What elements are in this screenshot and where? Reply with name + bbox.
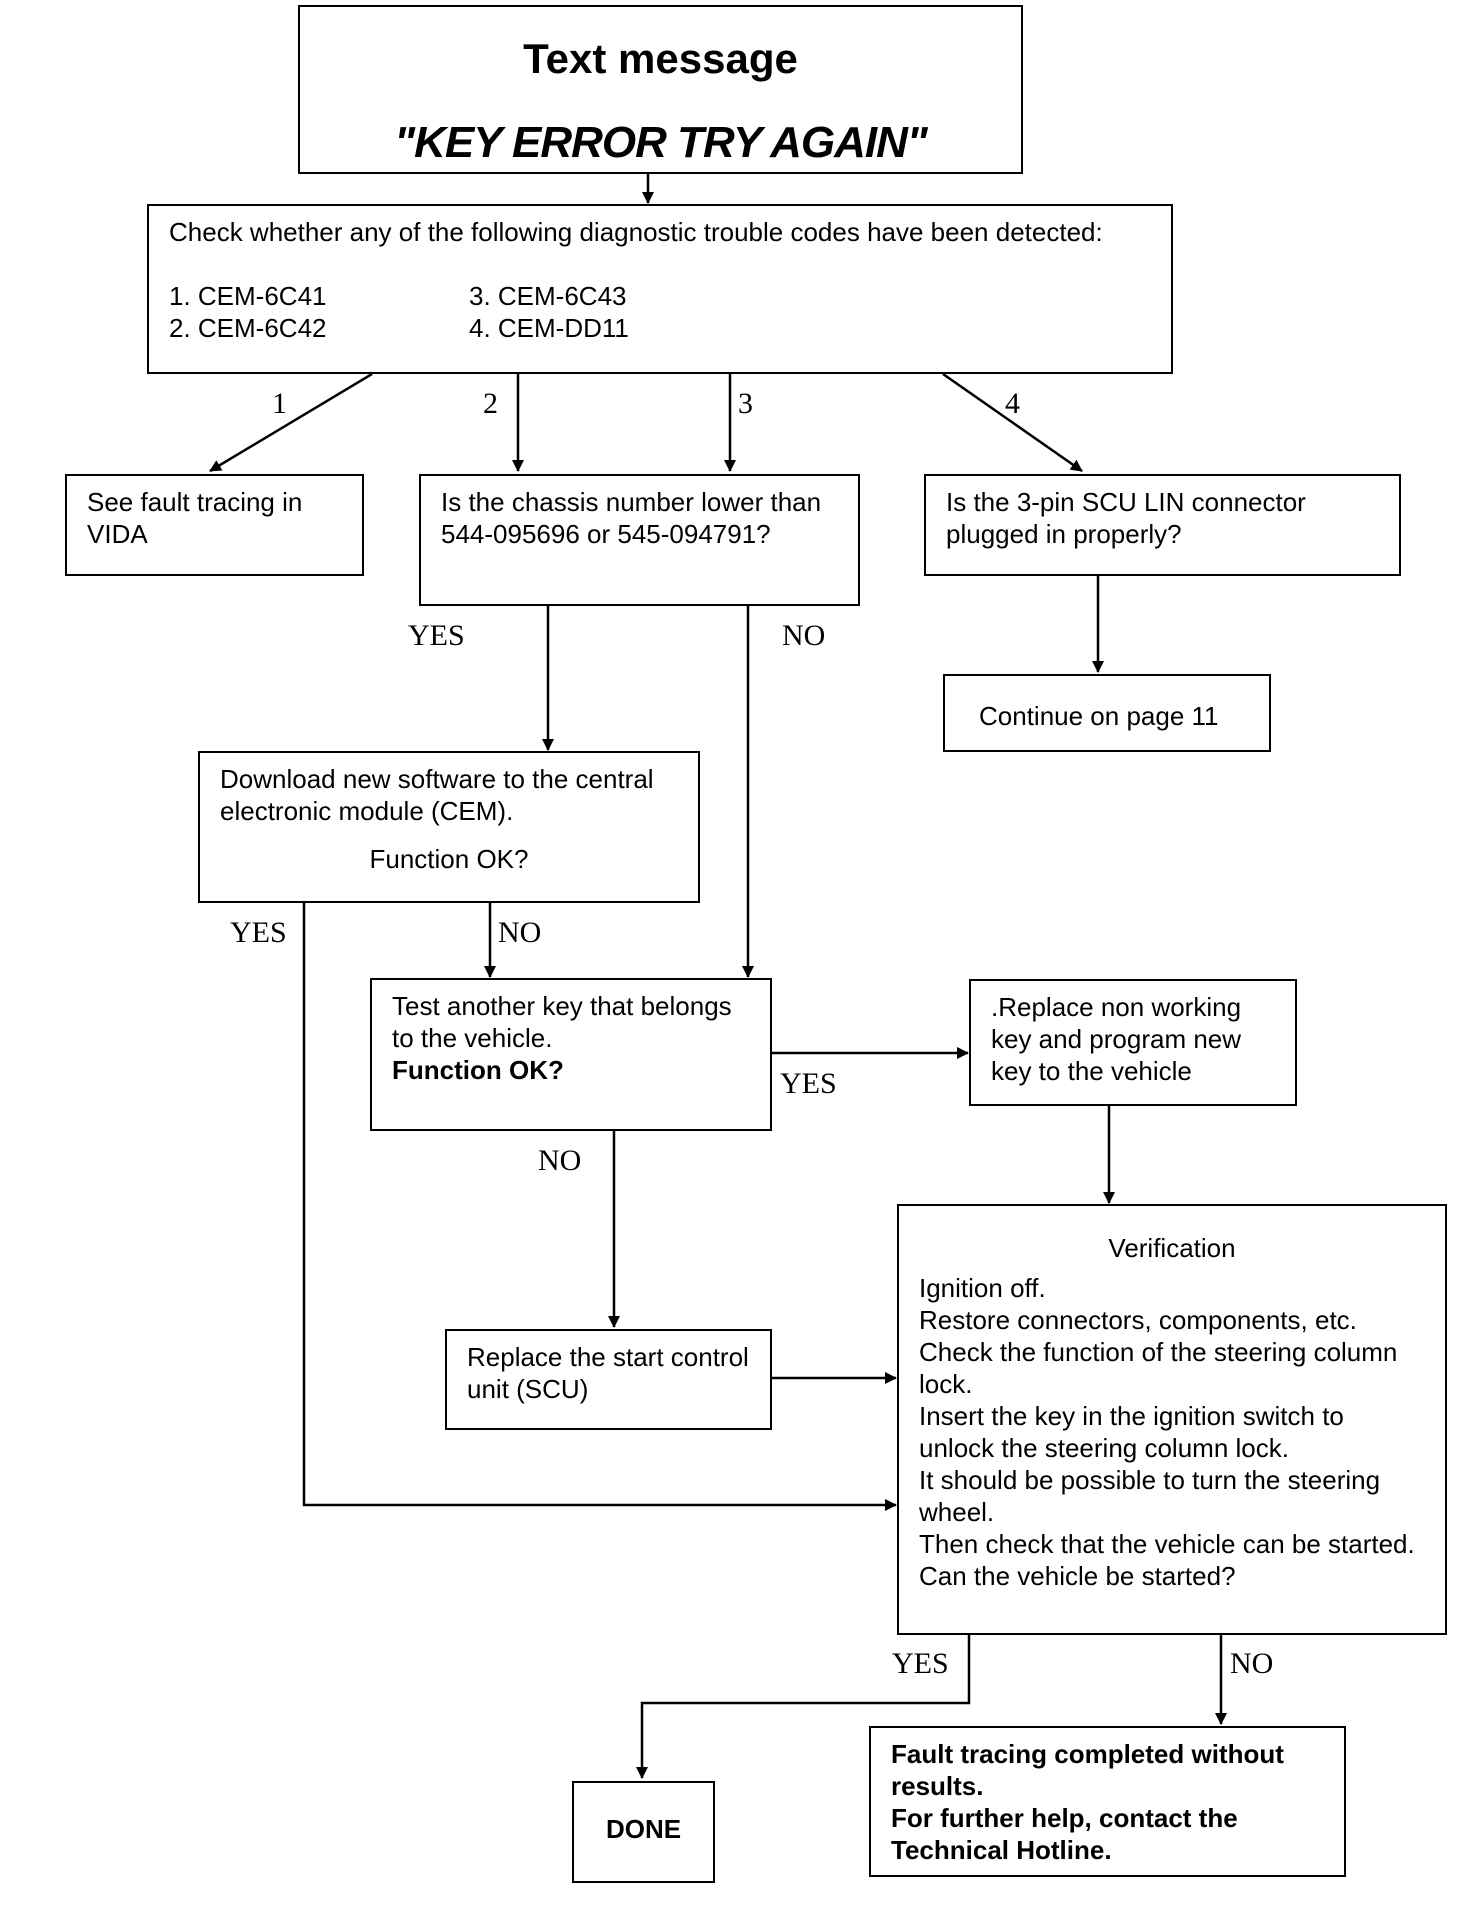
code-2: 2. CEM-6C42	[169, 313, 327, 343]
verification-box: Verification Ignition off. Restore conne…	[897, 1204, 1447, 1635]
replace-scu-text: Replace the start control unit (SCU)	[467, 1342, 749, 1404]
test-yes-label: YES	[780, 1067, 837, 1100]
verification-step-3: Check the function of the steering colum…	[919, 1337, 1398, 1399]
replace-key-box: .Replace non working key and program new…	[969, 979, 1297, 1106]
title-heading: Text message	[523, 35, 798, 82]
test-key-box: Test another key that belongs to the veh…	[370, 978, 772, 1131]
verification-step-2: Restore connectors, components, etc.	[919, 1305, 1357, 1335]
branch-number-2: 2	[483, 387, 498, 420]
continue-page-box: Continue on page 11	[943, 674, 1271, 752]
arrow-download-yes	[302, 902, 897, 1511]
title-box: Text message "KEY ERROR TRY AGAIN"	[298, 5, 1023, 174]
test-no-label: NO	[538, 1144, 582, 1177]
verification-step-5: It should be possible to turn the steeri…	[919, 1465, 1381, 1527]
replace-key-text: .Replace non working key and program new…	[991, 992, 1242, 1086]
see-vida-box: See fault tracing in VIDA	[65, 474, 364, 576]
verify-no-label: NO	[1230, 1647, 1274, 1680]
chassis-no-label: NO	[782, 619, 826, 652]
chassis-question-text: Is the chassis number lower than 544-095…	[441, 487, 822, 549]
chassis-yes-label: YES	[408, 619, 465, 652]
verification-title: Verification	[1108, 1233, 1236, 1263]
verification-step-6: Then check that the vehicle can be start…	[919, 1529, 1415, 1591]
connector-question-box: Is the 3-pin SCU LIN connector plugged i…	[924, 474, 1401, 576]
test-key-text: Test another key that belongs to the veh…	[392, 991, 732, 1053]
arrow-verify-yes	[636, 1634, 971, 1779]
test-key-question: Function OK?	[392, 1055, 564, 1085]
download-software-question: Function OK?	[369, 844, 529, 874]
branch-number-4: 4	[1005, 387, 1020, 420]
title-message: "KEY ERROR TRY AGAIN"	[394, 118, 928, 167]
done-box: DONE	[572, 1781, 715, 1883]
download-software-box: Download new software to the central ele…	[198, 751, 700, 903]
code-4: 4. CEM-DD11	[469, 313, 629, 343]
arrow-branch-4	[942, 372, 1083, 473]
verification-step-1: Ignition off.	[919, 1273, 1046, 1303]
arrow-branch-1	[209, 372, 373, 473]
verify-yes-label: YES	[892, 1647, 949, 1680]
fault-complete-line1: Fault tracing completed without results.	[891, 1739, 1284, 1801]
branch-number-3: 3	[738, 387, 753, 420]
chassis-question-box: Is the chassis number lower than 544-095…	[419, 474, 860, 606]
continue-page-text: Continue on page 11	[979, 701, 1219, 731]
download-software-text: Download new software to the central ele…	[220, 764, 654, 826]
done-text: DONE	[605, 1814, 682, 1844]
branch-number-1: 1	[272, 387, 287, 420]
code-1: 1. CEM-6C41	[169, 281, 327, 311]
replace-scu-box: Replace the start control unit (SCU)	[445, 1329, 772, 1430]
fault-complete-line2: For further help, contact the Technical …	[891, 1803, 1238, 1865]
connector-question-text: Is the 3-pin SCU LIN connector plugged i…	[946, 487, 1306, 549]
check-codes-box: Check whether any of the following diagn…	[147, 204, 1173, 374]
download-no-label: NO	[498, 916, 542, 949]
code-3: 3. CEM-6C43	[469, 281, 627, 311]
download-yes-label: YES	[230, 916, 287, 949]
verification-step-4: Insert the key in the ignition switch to…	[919, 1401, 1344, 1463]
see-vida-text: See fault tracing in VIDA	[87, 487, 303, 549]
check-codes-intro: Check whether any of the following diagn…	[169, 217, 1103, 247]
fault-complete-box: Fault tracing completed without results.…	[869, 1726, 1346, 1877]
